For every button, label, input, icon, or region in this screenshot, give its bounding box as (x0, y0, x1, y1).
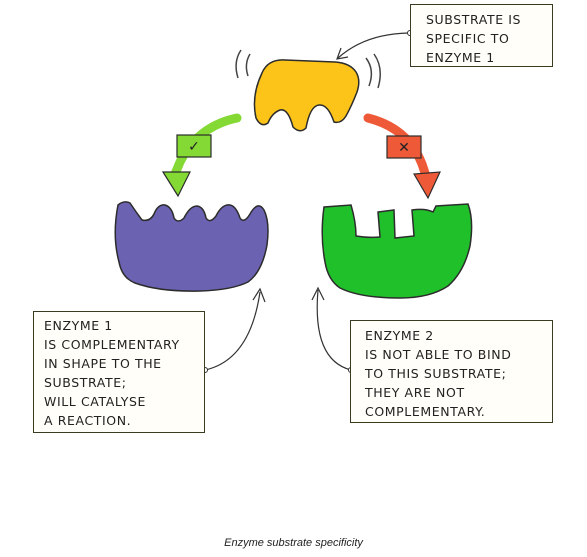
substrate-shape (253, 59, 360, 132)
substrate-note-pointer-head (336, 47, 349, 60)
enzyme2-note-pointer (316, 289, 352, 371)
substrate-note-pointer (337, 32, 409, 59)
substrate-note-line: SPECIFIC TO (426, 31, 510, 46)
motion-lines-left (235, 49, 242, 79)
incorrect-arrow-head (412, 171, 441, 200)
enzyme1-shape (114, 201, 269, 292)
incorrect-mark: ✕ (398, 140, 410, 156)
enzyme1-note-pointer-head (252, 287, 266, 303)
enzyme1-note-line: A REACTION. (44, 413, 132, 428)
substrate-note-line: SUBSTRATE IS (426, 12, 522, 27)
enzyme2-note-pointer-head (311, 286, 325, 301)
enzyme2-shape (321, 203, 473, 299)
enzyme1-note-line: ENZYME 1 (44, 318, 113, 333)
incorrect-mark-box (386, 135, 422, 159)
correct-arrow-head (161, 171, 191, 198)
substrate-note-line: ENZYME 1 (426, 50, 495, 65)
enzyme2-note-line: THEY ARE NOT (365, 385, 465, 400)
figure-caption: Enzyme substrate specificity (224, 537, 363, 549)
enzyme1-note-line: IS COMPLEMENTARY (44, 337, 180, 352)
enzyme1-note: ENZYME 1 IS COMPLEMENTARY IN SHAPE TO TH… (33, 311, 205, 433)
motion-lines-right (365, 57, 373, 87)
correct-mark: ✓ (188, 139, 200, 155)
enzyme2-note-line: ENZYME 2 (365, 328, 434, 343)
motion-lines-left (245, 53, 251, 77)
enzyme2-note-line: COMPLEMENTARY. (365, 404, 486, 419)
enzyme1-note-line: IN SHAPE TO THE (44, 356, 162, 371)
correct-mark-box (176, 134, 212, 158)
substrate-note: SUBSTRATE IS SPECIFIC TO ENZYME 1 (410, 4, 553, 67)
enzyme1-note-line: SUBSTRATE; (44, 375, 127, 390)
enzyme2-note-line: TO THIS SUBSTRATE; (365, 366, 507, 381)
enzyme1-note-pointer (204, 291, 261, 371)
motion-lines-right (373, 53, 381, 89)
enzyme2-note-line: IS NOT ABLE TO BIND (365, 347, 512, 362)
enzyme2-note: ENZYME 2 IS NOT ABLE TO BIND TO THIS SUB… (350, 320, 553, 423)
enzyme1-note-line: WILL CATALYSE (44, 394, 147, 409)
